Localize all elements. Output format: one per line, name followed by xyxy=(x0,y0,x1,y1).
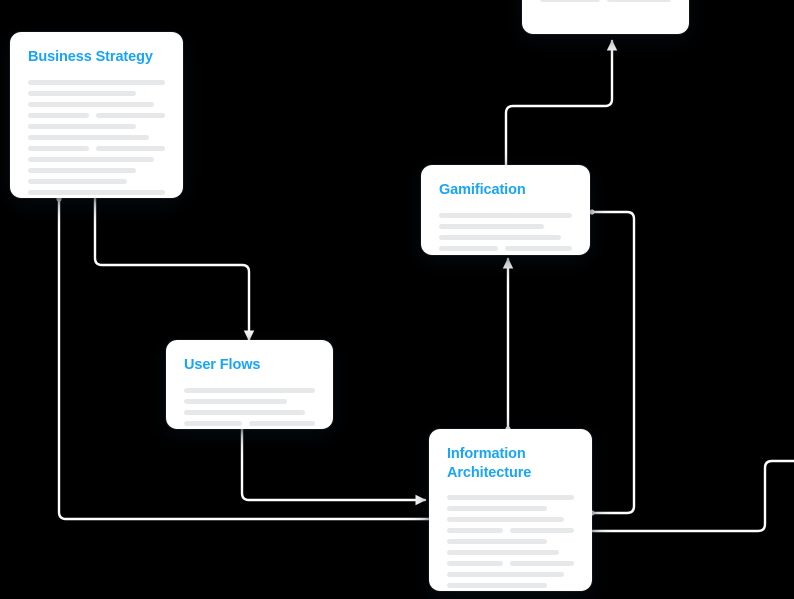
placeholder-line-row xyxy=(447,572,574,578)
card-user-flows-title: User Flows xyxy=(184,357,261,373)
placeholder-bar xyxy=(28,145,90,151)
placeholder-line-row xyxy=(439,212,572,218)
placeholder-bar xyxy=(447,572,564,578)
placeholder-line-row xyxy=(28,178,165,184)
placeholder-bar xyxy=(447,550,559,556)
placeholder-bar xyxy=(28,189,165,195)
placeholder-bar xyxy=(28,156,155,162)
connector-dot-gamification-right xyxy=(589,209,595,215)
placeholder-bar xyxy=(28,134,149,140)
placeholder-bar xyxy=(28,79,165,85)
placeholder-line-row xyxy=(28,189,165,195)
placeholder-line-row xyxy=(28,134,165,140)
placeholder-bar xyxy=(28,112,90,118)
card-information-architecture-title: Information Architecture xyxy=(447,446,532,481)
placeholder-line-row xyxy=(447,517,574,523)
card-business-strategy-lines xyxy=(28,79,165,198)
placeholder-line-row xyxy=(447,583,574,589)
placeholder-bar xyxy=(439,212,572,218)
placeholder-bar xyxy=(28,101,155,107)
placeholder-line-row xyxy=(184,387,315,393)
placeholder-line-row xyxy=(28,145,165,151)
card-business-strategy-title: Business Strategy xyxy=(28,49,153,65)
placeholder-bar xyxy=(184,387,315,393)
card-gamification[interactable]: Gamification xyxy=(421,165,590,255)
card-user-flows[interactable]: User Flows xyxy=(166,340,333,429)
placeholder-line-row xyxy=(447,528,574,534)
placeholder-line-row xyxy=(28,123,165,129)
placeholder-bar xyxy=(447,506,548,512)
placeholder-bar xyxy=(28,90,137,96)
placeholder-line-row xyxy=(439,223,572,229)
placeholder-bar xyxy=(510,561,574,567)
placeholder-line-row xyxy=(28,112,165,118)
connector-business-strategy-to-user-flows xyxy=(93,196,255,342)
placeholder-line-row xyxy=(447,539,574,545)
placeholder-line-row xyxy=(439,234,572,240)
connector-information-architecture-right-to-gamification-right xyxy=(590,210,636,515)
placeholder-bar xyxy=(184,420,243,426)
card-information-architecture[interactable]: Information Architecture xyxy=(429,429,592,591)
placeholder-line-row xyxy=(28,79,165,85)
card-information-architecture-lines xyxy=(447,495,574,591)
placeholder-line-row xyxy=(184,420,315,426)
placeholder-bar xyxy=(447,495,574,501)
placeholder-bar xyxy=(28,167,137,173)
placeholder-bar xyxy=(447,583,548,589)
placeholder-line-row xyxy=(28,101,165,107)
placeholder-bar xyxy=(447,539,548,545)
placeholder-line-row xyxy=(447,495,574,501)
placeholder-bar xyxy=(439,223,545,229)
placeholder-bar xyxy=(439,234,562,240)
card-user-flows-lines xyxy=(184,387,315,426)
placeholder-bar xyxy=(606,0,671,2)
placeholder-bar xyxy=(510,528,574,534)
placeholder-line-row xyxy=(447,506,574,512)
placeholder-line-row xyxy=(28,167,165,173)
connector-offscreen-right-to-information-architecture xyxy=(590,459,794,533)
placeholder-bar xyxy=(540,0,600,2)
placeholder-line-row xyxy=(184,409,315,415)
placeholder-line-row xyxy=(184,398,315,404)
placeholder-bar xyxy=(96,145,165,151)
placeholder-bar xyxy=(184,398,288,404)
card-top-partial[interactable] xyxy=(522,0,689,34)
placeholder-bar xyxy=(28,123,137,129)
placeholder-line-row xyxy=(447,561,574,567)
placeholder-bar xyxy=(447,561,504,567)
placeholder-line-row xyxy=(447,550,574,556)
card-gamification-lines xyxy=(439,212,572,251)
placeholder-bar xyxy=(249,420,315,426)
connector-gamification-to-top-card xyxy=(504,39,618,167)
placeholder-bar xyxy=(184,409,305,415)
placeholder-line-row xyxy=(540,0,671,2)
card-top-partial-lines xyxy=(540,0,671,2)
placeholder-line-row xyxy=(28,90,165,96)
placeholder-line-row xyxy=(439,245,572,251)
placeholder-bar xyxy=(447,517,564,523)
connector-user-flows-to-information-architecture xyxy=(240,427,427,506)
placeholder-bar xyxy=(505,245,572,251)
placeholder-bar xyxy=(439,245,499,251)
card-business-strategy[interactable]: Business Strategy xyxy=(10,32,183,198)
card-gamification-title: Gamification xyxy=(439,182,526,198)
placeholder-bar xyxy=(447,528,504,534)
placeholder-line-row xyxy=(28,156,165,162)
placeholder-bar xyxy=(96,112,165,118)
placeholder-bar xyxy=(28,178,127,184)
